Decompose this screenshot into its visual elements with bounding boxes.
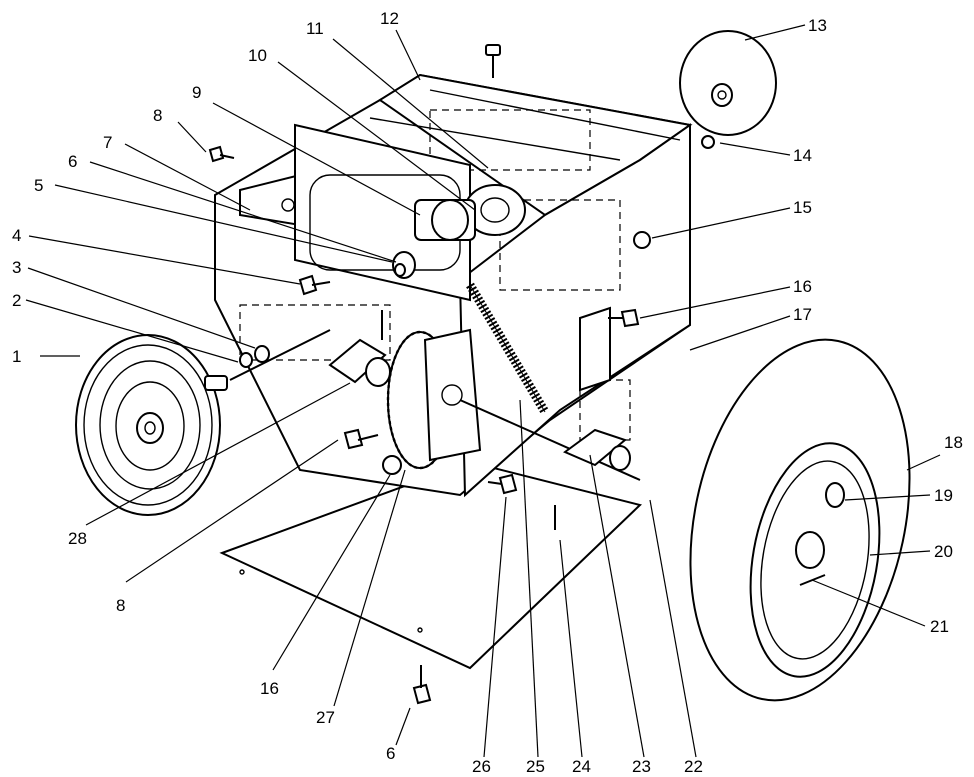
pulley-shaft <box>229 329 331 381</box>
callout-28: 28 <box>68 529 87 548</box>
hex-bolt-icon <box>487 473 518 495</box>
tire-icon <box>689 338 911 702</box>
washer <box>239 352 253 368</box>
axle-shaft <box>459 399 641 481</box>
hex-bolt-icon <box>298 274 331 296</box>
hex-bolt-icon <box>208 145 235 163</box>
hex-bolt-icon <box>412 665 432 705</box>
callout-17: 17 <box>793 305 812 324</box>
hex-bolt-icon <box>485 44 501 78</box>
callout-26: 26 <box>472 757 491 776</box>
callout-7: 7 <box>103 133 112 152</box>
callout-13: 13 <box>808 16 827 35</box>
callout-20: 20 <box>934 542 953 561</box>
callout-15: 15 <box>793 198 812 217</box>
callout-6: 6 <box>68 152 77 171</box>
bushing <box>394 263 406 277</box>
hex-bolt-icon <box>608 308 640 328</box>
hex-bolt-icon <box>343 428 379 450</box>
callout-1: 1 <box>12 347 21 366</box>
callout-11: 11 <box>306 19 324 38</box>
callout-12: 12 <box>380 9 399 28</box>
callout-24: 24 <box>572 757 591 776</box>
flange-bearing-right <box>563 428 631 471</box>
callout-16: 16 <box>793 277 812 296</box>
housing-tray <box>294 123 471 302</box>
hex-nut-icon <box>382 135 715 475</box>
cover-disc-icon <box>679 30 777 136</box>
callout-3: 3 <box>12 258 21 277</box>
callout-16-lower: 16 <box>260 679 279 698</box>
callout-8-lower: 8 <box>116 596 125 615</box>
callout-22: 22 <box>684 757 703 776</box>
callout-9: 9 <box>192 83 201 102</box>
callout-14: 14 <box>793 146 812 165</box>
callout-10: 10 <box>248 46 267 65</box>
callout-21: 21 <box>930 617 949 636</box>
callout-19: 19 <box>934 486 953 505</box>
callout-8: 8 <box>153 106 162 125</box>
drive-motor <box>414 184 526 241</box>
callout-2: 2 <box>12 291 21 310</box>
leader-lines <box>25 24 941 758</box>
callout-4: 4 <box>12 226 21 245</box>
callout-27: 27 <box>316 708 335 727</box>
callout-18: 18 <box>944 433 963 452</box>
pulley-wheel-icon <box>75 334 228 516</box>
large-gear <box>386 328 482 470</box>
callout-6-lower: 6 <box>386 744 395 763</box>
callout-25: 25 <box>526 757 545 776</box>
flange-bearing-left <box>328 338 391 387</box>
washer <box>254 345 270 363</box>
callout-23: 23 <box>632 757 651 776</box>
base-plate <box>219 460 642 670</box>
callout-5: 5 <box>34 176 43 195</box>
side-plate <box>579 306 611 392</box>
